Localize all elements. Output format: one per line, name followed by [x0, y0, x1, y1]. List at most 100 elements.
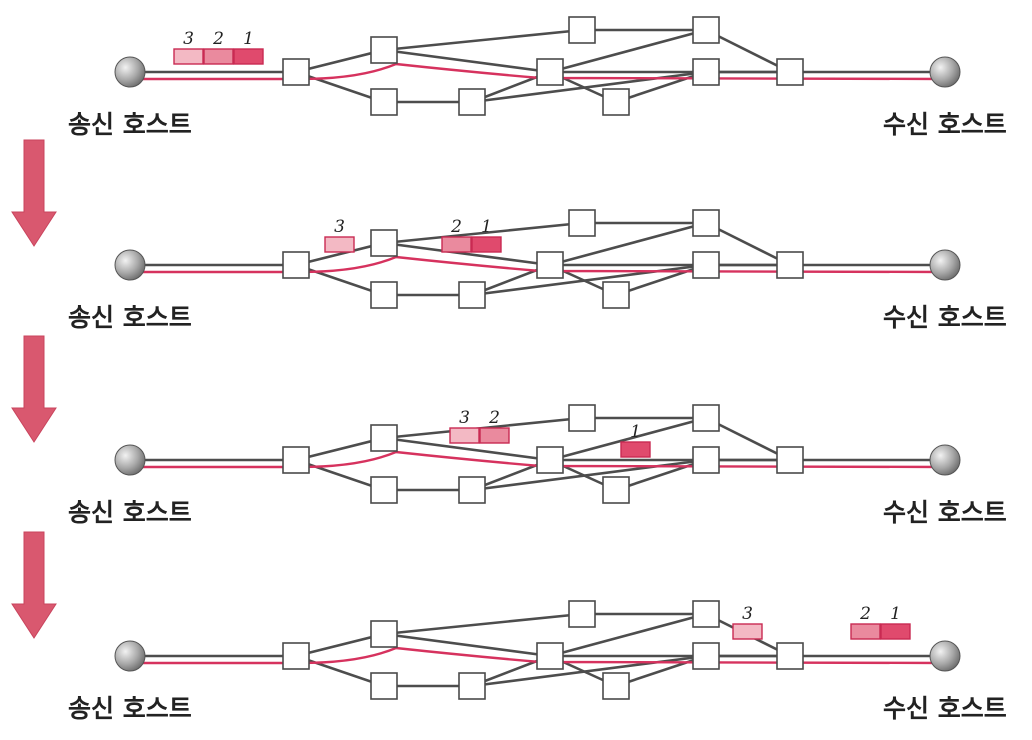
router-node-G	[692, 209, 720, 237]
link-I-H	[614, 654, 708, 688]
packet-1	[233, 48, 264, 65]
router-node-J	[776, 251, 804, 279]
down-arrow-icon	[11, 335, 57, 443]
link-A-B	[294, 632, 386, 658]
receiver-host-label: 수신 호스트	[883, 498, 1007, 527]
link-I-H	[614, 70, 708, 104]
router-node-I	[602, 672, 630, 700]
packet-1-label: 1	[481, 217, 492, 237]
route-line	[130, 62, 946, 81]
link-B-F	[382, 28, 584, 52]
router-node-F	[568, 600, 596, 628]
packet-2-label: 2	[212, 29, 224, 49]
router-node-E	[536, 58, 564, 86]
router-node-C	[370, 88, 398, 116]
sender-host-icon	[114, 249, 146, 281]
router-node-F	[568, 209, 596, 237]
receiver-host-icon	[929, 249, 961, 281]
router-node-C	[370, 281, 398, 309]
sender-host-icon	[114, 444, 146, 476]
link-A-C	[294, 263, 386, 297]
packet-3	[173, 48, 204, 65]
link-I-H	[614, 458, 708, 492]
link-G-E	[548, 28, 708, 74]
packet-1-label: 1	[890, 604, 901, 624]
router-node-C	[370, 672, 398, 700]
packet-3	[732, 623, 763, 640]
link-D-H	[470, 70, 708, 104]
router-node-H	[692, 642, 720, 670]
receiver-host-icon	[929, 56, 961, 88]
receiver-host-label: 수신 호스트	[883, 303, 1007, 332]
packet-1-label: 1	[630, 422, 641, 442]
router-node-A	[282, 58, 310, 86]
link-G-J	[704, 221, 792, 267]
down-arrow-icon	[11, 531, 57, 639]
packet-2	[850, 623, 881, 640]
sender-host-icon	[114, 640, 146, 672]
router-node-D	[458, 476, 486, 504]
router-node-I	[602, 476, 630, 504]
router-node-I	[602, 88, 630, 116]
receiver-host-label: 수신 호스트	[883, 694, 1007, 723]
packet-3-label: 3	[742, 604, 753, 624]
link-D-H	[470, 458, 708, 492]
router-node-H	[692, 58, 720, 86]
sender-host-icon	[114, 56, 146, 88]
router-node-E	[536, 642, 564, 670]
router-node-G	[692, 600, 720, 628]
link-B-E	[382, 241, 552, 267]
link-B-E	[382, 48, 552, 74]
router-node-B	[370, 620, 398, 648]
link-G-E	[548, 416, 708, 462]
router-node-D	[458, 672, 486, 700]
receiver-host-icon	[929, 640, 961, 672]
packet-2-label: 2	[488, 408, 500, 428]
router-node-J	[776, 642, 804, 670]
link-B-F	[382, 221, 584, 245]
packet-1	[880, 623, 911, 640]
link-A-B	[294, 241, 386, 267]
packet-1-label: 1	[243, 29, 254, 49]
packet-2-label: 2	[859, 604, 871, 624]
link-G-E	[548, 221, 708, 267]
route-line	[130, 646, 946, 665]
packet-3	[449, 427, 480, 444]
packet-2	[203, 48, 234, 65]
router-node-C	[370, 476, 398, 504]
router-node-D	[458, 88, 486, 116]
link-A-C	[294, 458, 386, 492]
router-node-G	[692, 16, 720, 44]
router-node-I	[602, 281, 630, 309]
route-line	[130, 450, 946, 469]
router-node-H	[692, 251, 720, 279]
link-A-B	[294, 436, 386, 462]
receiver-host-icon	[929, 444, 961, 476]
packet-3-label: 3	[183, 29, 194, 49]
link-D-H	[470, 654, 708, 688]
router-node-J	[776, 58, 804, 86]
router-node-F	[568, 404, 596, 432]
router-node-E	[536, 251, 564, 279]
router-node-E	[536, 446, 564, 474]
down-arrow-icon	[11, 139, 57, 247]
route-line	[130, 255, 946, 274]
router-node-A	[282, 446, 310, 474]
link-A-C	[294, 70, 386, 104]
packet-3-label: 3	[334, 217, 345, 237]
router-node-B	[370, 36, 398, 64]
link-G-E	[548, 612, 708, 658]
packet-2-label: 2	[450, 217, 462, 237]
sender-host-label: 송신 호스트	[68, 110, 192, 139]
receiver-host-label: 수신 호스트	[883, 110, 1007, 139]
router-node-G	[692, 404, 720, 432]
sender-host-label: 송신 호스트	[68, 498, 192, 527]
sender-host-label: 송신 호스트	[68, 303, 192, 332]
link-A-B	[294, 48, 386, 74]
packet-1	[620, 441, 651, 458]
